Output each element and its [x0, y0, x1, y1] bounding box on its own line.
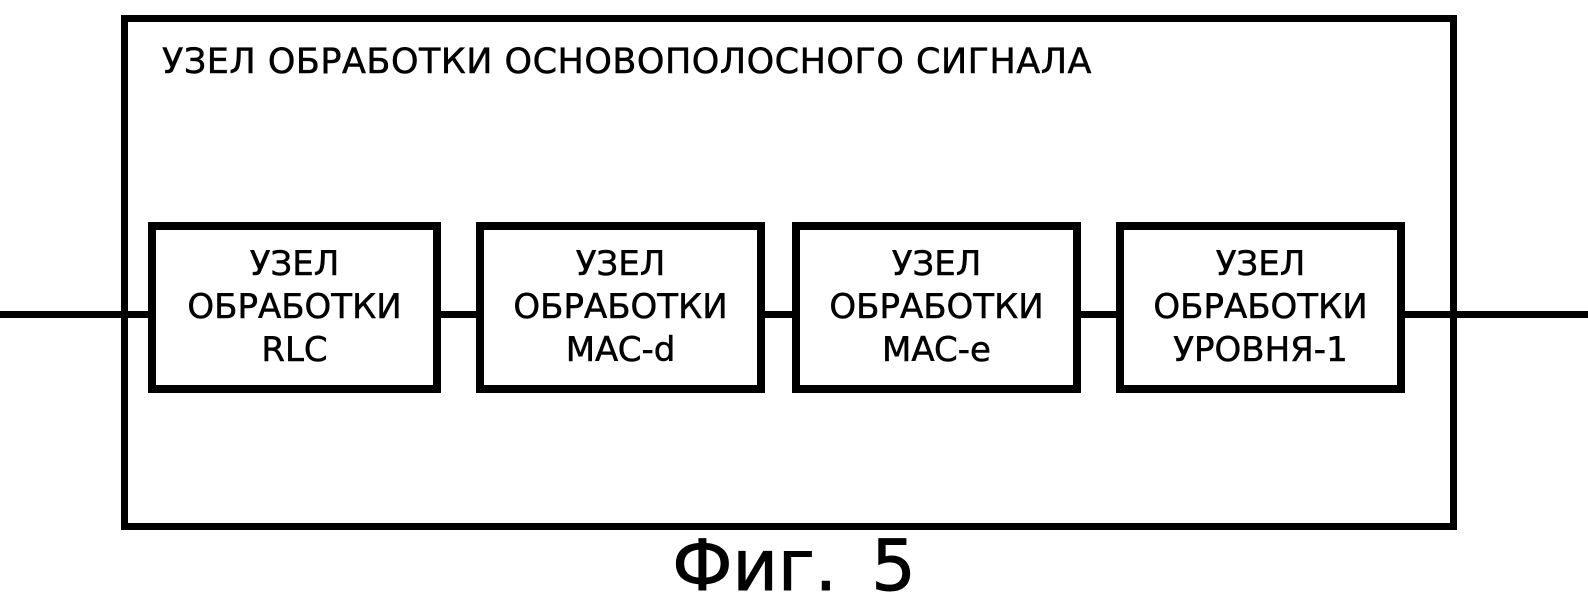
block-label-line: УЗЕЛ: [1215, 244, 1306, 285]
block-label-line: RLC: [261, 330, 328, 371]
block-label-line: УЗЕЛ: [575, 244, 666, 285]
block-label-line: УЗЕЛ: [891, 244, 982, 285]
block-label-line: УРОВНЯ-1: [1173, 330, 1348, 371]
block-label-line: ОБРАБОТКИ: [187, 287, 402, 328]
block-label-line: ОБРАБОТКИ: [829, 287, 1044, 328]
block-label-line: ОБРАБОТКИ: [1153, 287, 1368, 328]
block-label-line: MAC-e: [882, 330, 991, 371]
block-mac-d-processing-unit: УЗЕЛ ОБРАБОТКИ MAC-d: [476, 222, 765, 393]
baseband-signal-processing-unit-label: УЗЕЛ ОБРАБОТКИ ОСНОВОПОЛОСНОГО СИГНАЛА: [162, 42, 1092, 83]
block-layer-1-processing-unit: УЗЕЛ ОБРАБОТКИ УРОВНЯ-1: [1116, 222, 1405, 393]
block-label-line: УЗЕЛ: [249, 244, 340, 285]
block-label-line: ОБРАБОТКИ: [513, 287, 728, 328]
figure-caption: Фиг. 5: [672, 525, 917, 607]
baseband-signal-processing-unit-box: УЗЕЛ ОБРАБОТКИ ОСНОВОПОЛОСНОГО СИГНАЛА: [121, 15, 1457, 530]
block-rlc-processing-unit: УЗЕЛ ОБРАБОТКИ RLC: [148, 222, 441, 393]
block-mac-e-processing-unit: УЗЕЛ ОБРАБОТКИ MAC-e: [792, 222, 1081, 393]
block-label-line: MAC-d: [565, 330, 676, 371]
